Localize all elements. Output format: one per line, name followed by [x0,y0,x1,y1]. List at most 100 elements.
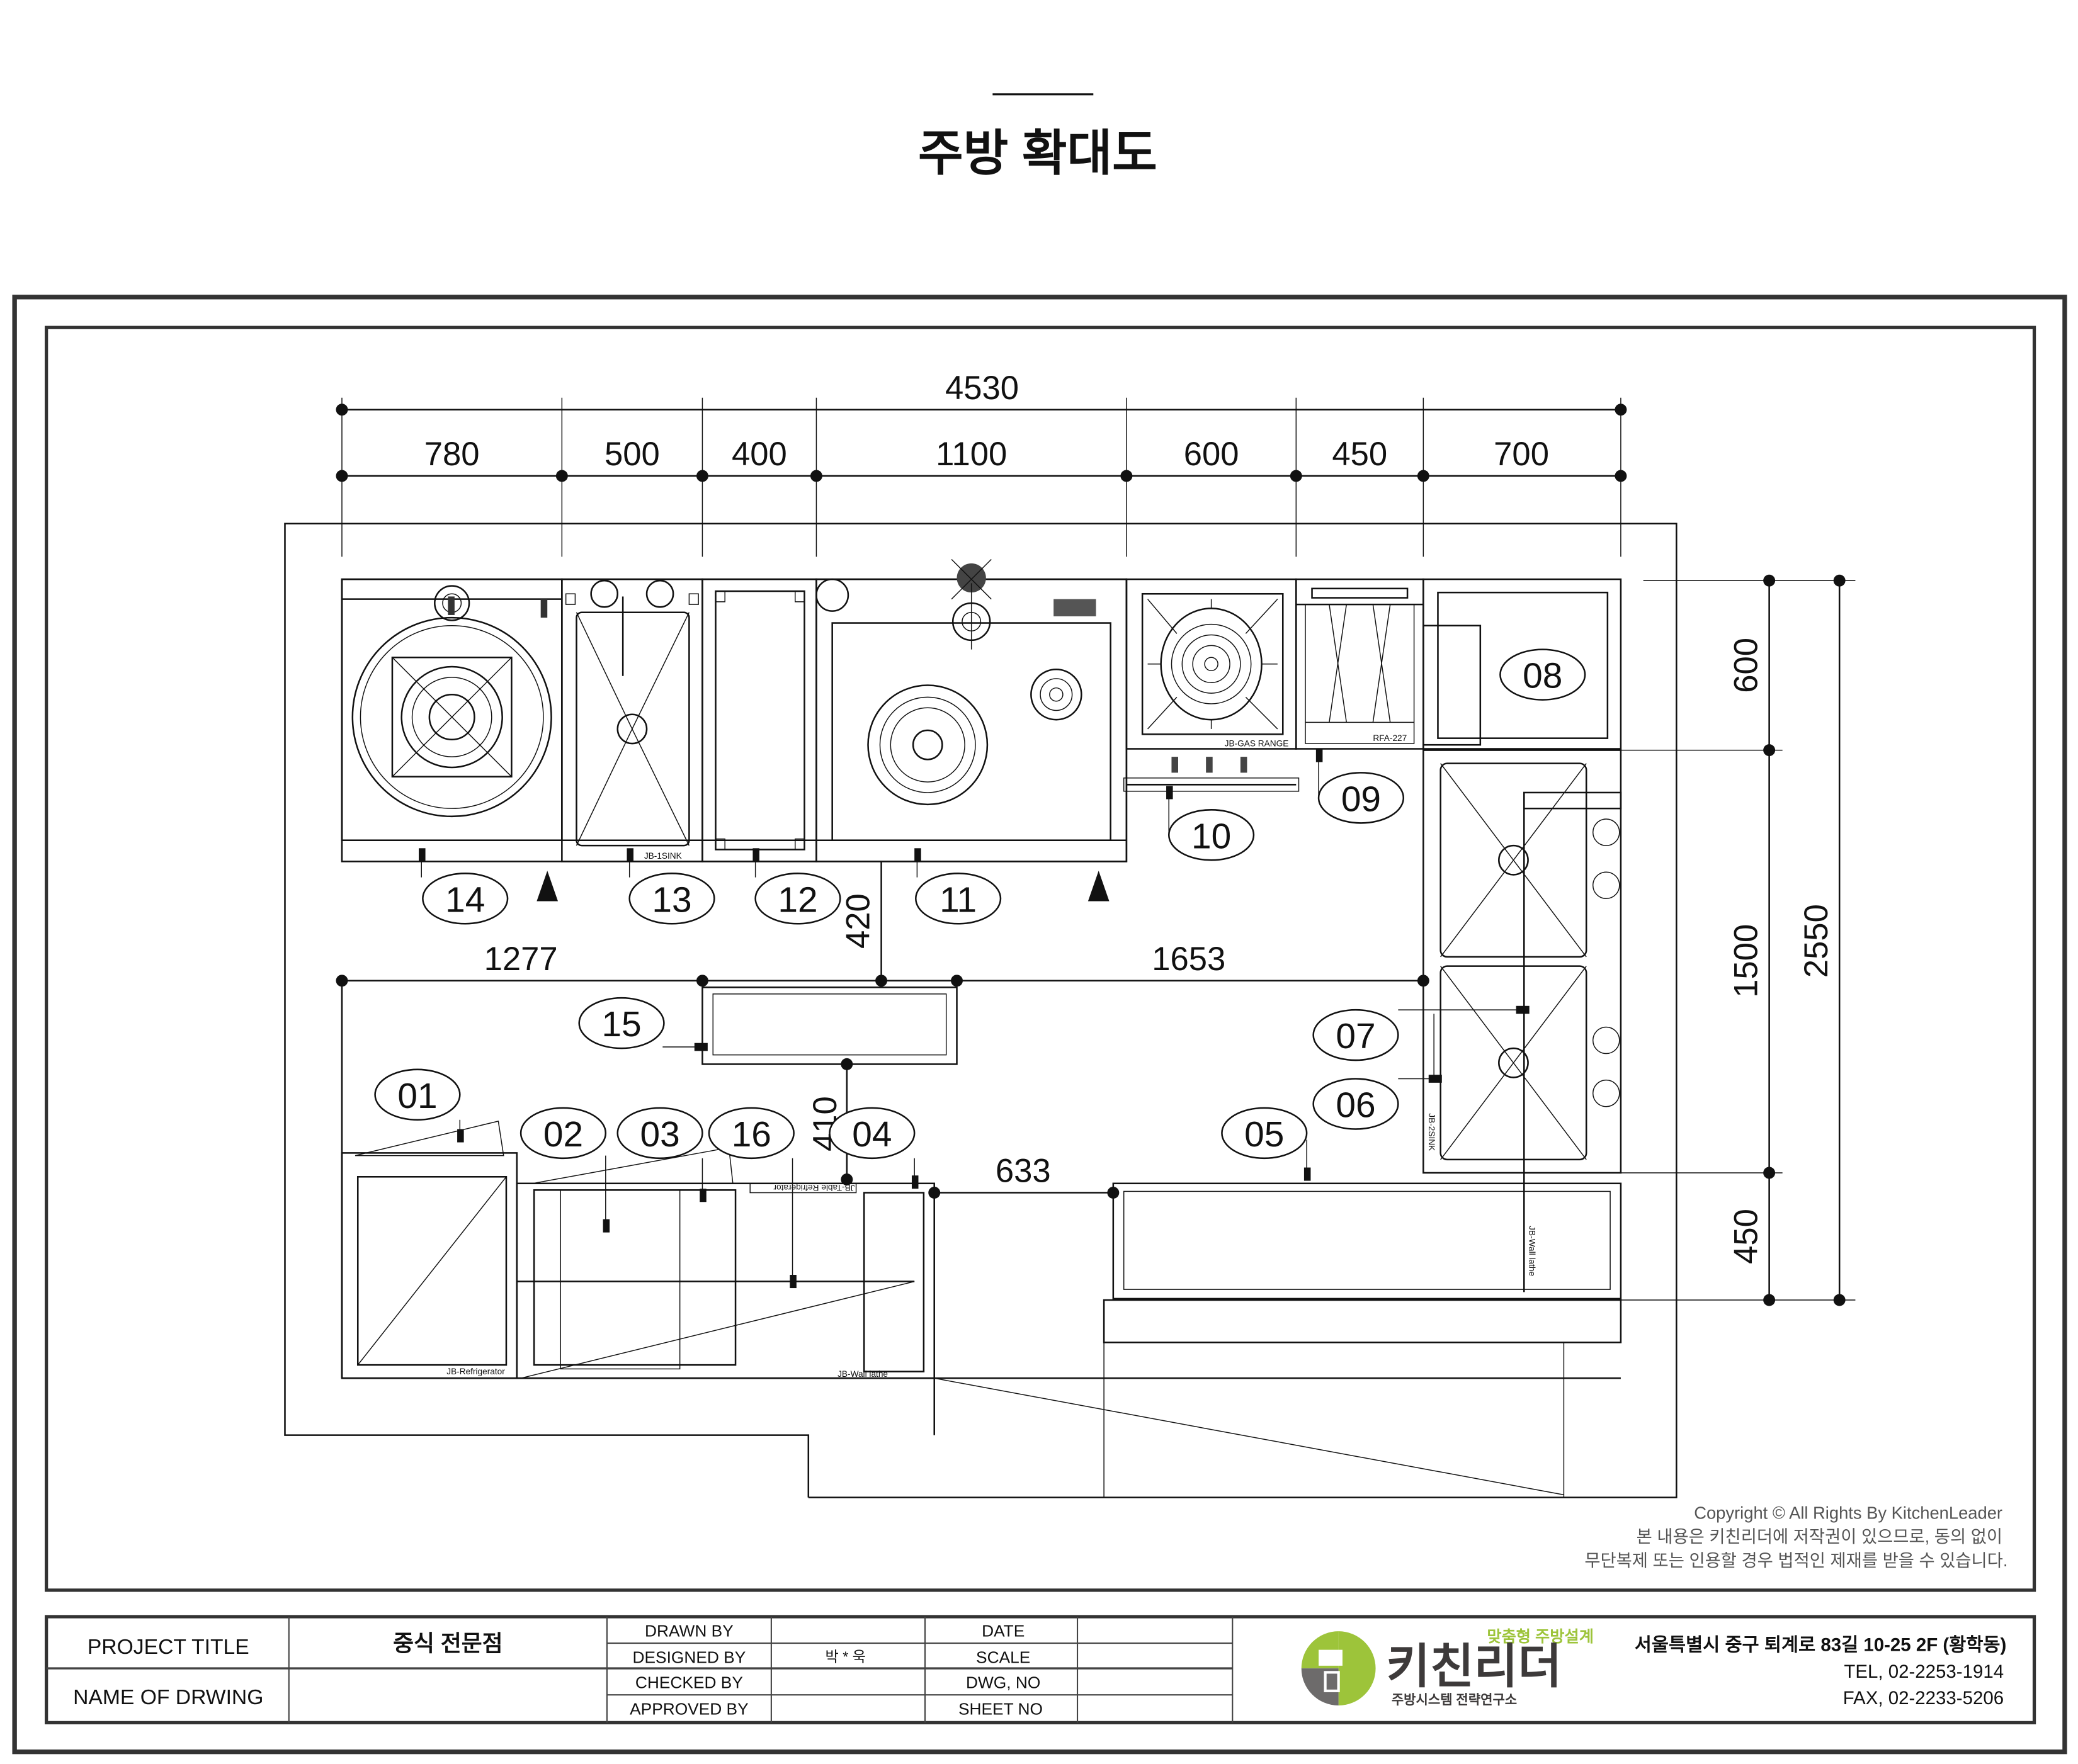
designed-by-label: DESIGNED BY [633,1648,746,1667]
callout-bubble-03: 03 [616,1107,703,1160]
label-jb-1sink: JB-1SINK [644,851,682,861]
dimension-dot [1417,470,1429,482]
callout-bubble-14: 14 [422,873,509,925]
wok-range [341,578,563,841]
bubble-label: 03 [640,1115,679,1155]
title-block: PROJECT TITLE 중식 전문점 NAME OF DRWING DRAW… [45,1615,2036,1724]
dim-counter-gap: 633 [996,1153,1051,1190]
bubble-label: 16 [732,1115,771,1155]
bubble-outline [1221,1107,1308,1160]
dimension-dot [1615,470,1627,482]
bubble-outline [708,1107,795,1160]
bubble-label: 11 [940,880,977,920]
dim-total-width: 4530 [945,370,1019,407]
callout-bubble-09: 09 [1317,772,1405,824]
dimension-dot [555,470,568,482]
bottom-counter: JB-Wall lathe [934,1182,1622,1498]
project-title-value: 중식 전문점 [393,1631,502,1656]
company-address: 서울특별시 중구 퇴계로 83길 10-25 2F (황학동) [1635,1635,2007,1656]
dim-seg-4: 1100 [936,436,1007,473]
dim-right-3: 450 [1728,1209,1765,1264]
dim-aisle-gap: 420 [840,893,877,949]
callout-bubble-10: 10 [1167,809,1255,861]
dimension-dot [1615,404,1627,416]
dimension-dot [336,404,348,416]
bubble-outline [829,1107,916,1160]
callout-bubble-16: 16 [708,1107,795,1160]
scale-label: SCALE [976,1648,1030,1667]
label-jb-wall-lathe-right: JB-Wall lathe [1528,1226,1537,1276]
bubble-outline [422,873,509,925]
top-equipment-row: JB-1SINK [341,559,1128,902]
dimension-dot [696,470,708,482]
bubble-outline [1317,772,1405,824]
bubble-label: 15 [601,1005,641,1044]
label-jb-wall-lathe-left: JB-Wall lathe [837,1369,888,1379]
bubble-outline [1312,1009,1399,1061]
bubble-label: 01 [397,1077,437,1116]
dim-aisle-right: 1653 [1152,941,1225,978]
drawing-frame [45,325,2036,1592]
bubble-outline [754,873,841,925]
gas-range: JB-GAS RANGE [1123,578,1300,792]
dim-seg-7: 700 [1494,436,1549,473]
callout-bubble-15: 15 [578,997,665,1049]
double-sink: JB-2SINK [1422,749,1622,1292]
callout-bubble-08: 08 [1499,648,1586,701]
leader-markers [419,749,1530,1289]
project-title-label: PROJECT TITLE [88,1636,249,1659]
callout-bubble-05: 05 [1221,1107,1308,1160]
dim-right-2: 1500 [1728,924,1765,998]
leader-lines [421,752,1524,1281]
bubble-label: 05 [1244,1115,1284,1155]
dim-seg-6: 450 [1332,436,1387,473]
dim-right-total: 2550 [1798,904,1835,978]
top-dimensions: 4530 780 500 400 1100 600 450 700 [336,370,1627,557]
bubble-outline [616,1107,703,1160]
dimension-dot [1120,470,1133,482]
bubble-label: 07 [1336,1017,1375,1056]
designed-by-value: 박 * 욱 [826,1649,866,1665]
bubble-label: 12 [778,880,817,920]
right-dimensions: 600 1500 450 2550 [1619,574,1856,1306]
bubble-outline [628,873,715,925]
bubble-label: 08 [1523,657,1562,696]
copyright-line-2: 본 내용은 키친리더에 저작권이 있으므로, 동의 없이 [1637,1527,2002,1546]
sheet-no-label: SHEET NO [958,1700,1043,1719]
dimension-dot [810,470,822,482]
dim-aisle-left: 1277 [484,941,558,978]
dim-seg-3: 400 [732,436,787,473]
bubble-outline [1499,648,1586,701]
checked-by-label: CHECKED BY [635,1673,743,1692]
callout-bubble-04: 04 [829,1107,916,1160]
company-logo: 맞춤형 주방설계 키친리더 주방시스템 전략연구소 [1301,1628,1594,1707]
bubble-label: 14 [445,880,485,920]
center-table [701,987,958,1065]
bubble-outline [374,1068,461,1121]
approved-by-label: APPROVED BY [630,1700,749,1719]
bubble-label: 02 [543,1115,583,1155]
callout-bubble-11: 11 [915,873,1002,925]
label-rfa-227: RFA-227 [1373,733,1407,743]
label-jb-2sink: JB-2SINK [1427,1113,1436,1151]
page-title: 주방 확대도 [918,127,1157,181]
outer-frame [12,295,2067,1755]
company-subtitle: 주방시스템 전략연구소 [1392,1692,1517,1707]
callout-bubble-13: 13 [628,873,715,925]
dim-seg-5: 600 [1184,436,1239,473]
bubble-label: 13 [652,880,691,920]
bubble-outline [1312,1078,1399,1130]
triangle-marker [1087,871,1110,902]
callout-bubble-12: 12 [754,873,841,925]
dwg-no-label: DWG, NO [966,1673,1040,1692]
bubble-outline [520,1107,607,1160]
rfa-unit: RFA-227 [1295,578,1424,750]
bubble-label: 04 [852,1115,892,1155]
company-name: 키친리더 [1386,1640,1562,1693]
bubble-outline [915,873,1002,925]
copyright-line-3: 무단복제 또는 인용할 경우 법적인 제재를 받을 수 있습니다. [1584,1551,2007,1570]
bubble-outline [578,997,665,1049]
single-sink: JB-1SINK [561,578,703,862]
company-tel: TEL, 02-2253-1914 [1844,1661,2004,1682]
